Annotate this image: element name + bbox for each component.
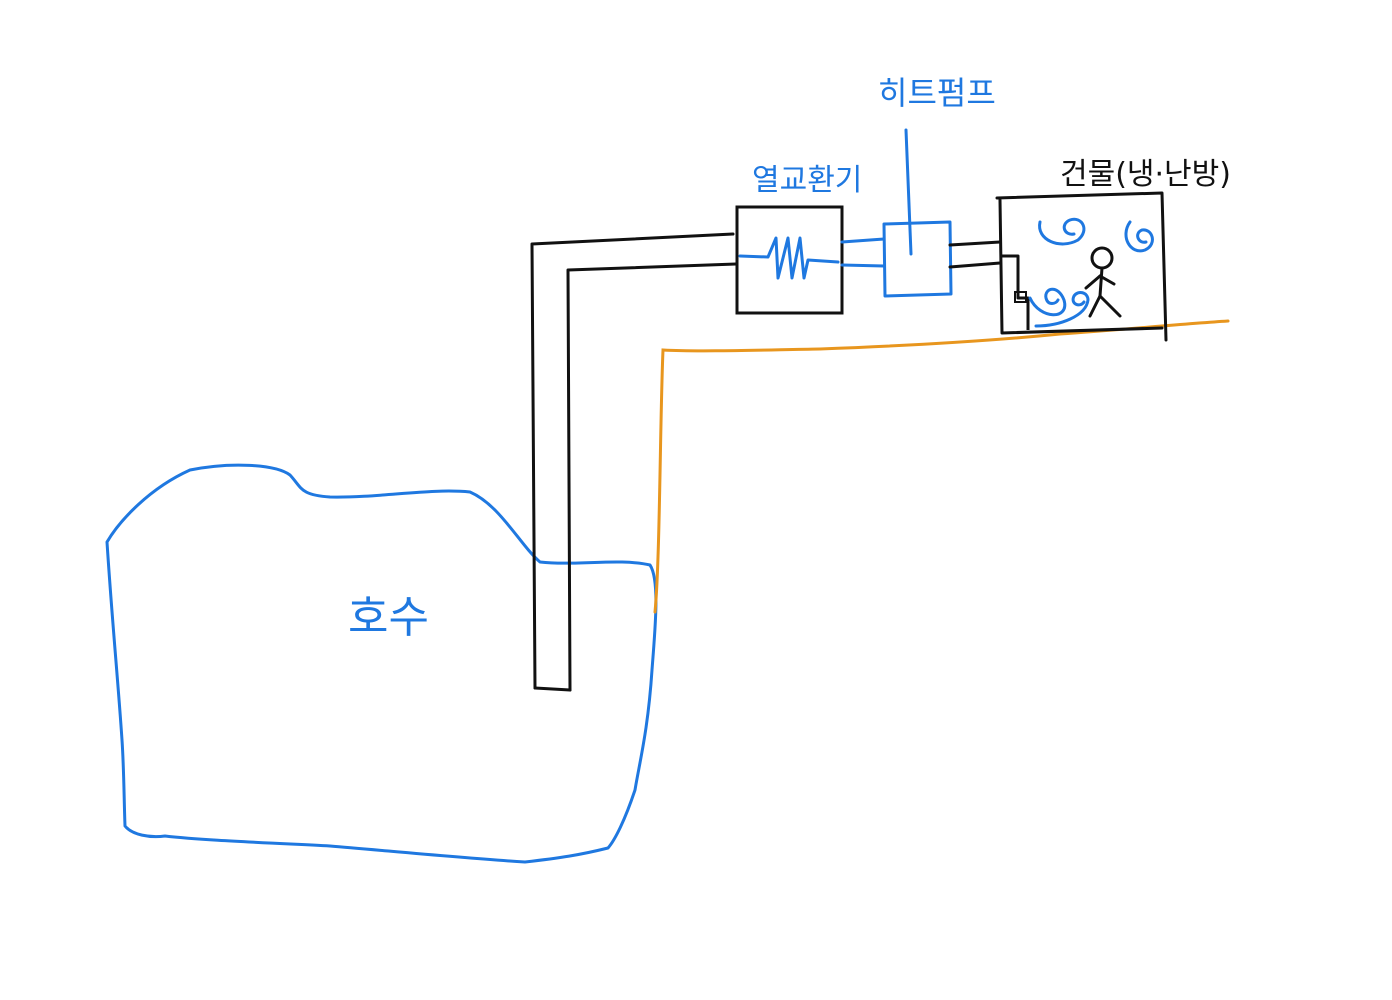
lake-label: 호수 [348, 592, 429, 643]
indoor-unit-outlet [1014, 291, 1027, 303]
connector-heatpump-building-top [948, 240, 1002, 247]
heat-pump-label: 히트펌프 [878, 74, 996, 112]
heat-pump-box [882, 220, 953, 298]
air-swirl-icon [1028, 287, 1067, 317]
building-outline [995, 191, 1168, 342]
air-swirl-icon [1034, 291, 1090, 328]
pipe-outer [530, 232, 735, 690]
person-icon [1084, 246, 1122, 318]
indoor-unit [1002, 254, 1030, 330]
connector-exchanger-heatpump-bottom [840, 263, 886, 268]
air-swirl-icon [1038, 217, 1086, 246]
lake-outline [105, 463, 658, 864]
pipe-inner [566, 262, 738, 692]
pipe-bottom [533, 686, 572, 692]
connector-exchanger-heatpump-top [840, 237, 886, 244]
connector-heatpump-building-bottom [948, 261, 1002, 269]
heat-exchanger-coil [738, 236, 840, 280]
air-swirl-icon [1124, 220, 1154, 253]
ground-line [653, 319, 1230, 614]
heat-exchanger-label: 열교환기 [752, 163, 862, 198]
heat-exchanger-box [735, 205, 844, 315]
building-label: 건물(냉·난방) [1060, 157, 1231, 192]
heat-pump-pointer [904, 128, 913, 256]
